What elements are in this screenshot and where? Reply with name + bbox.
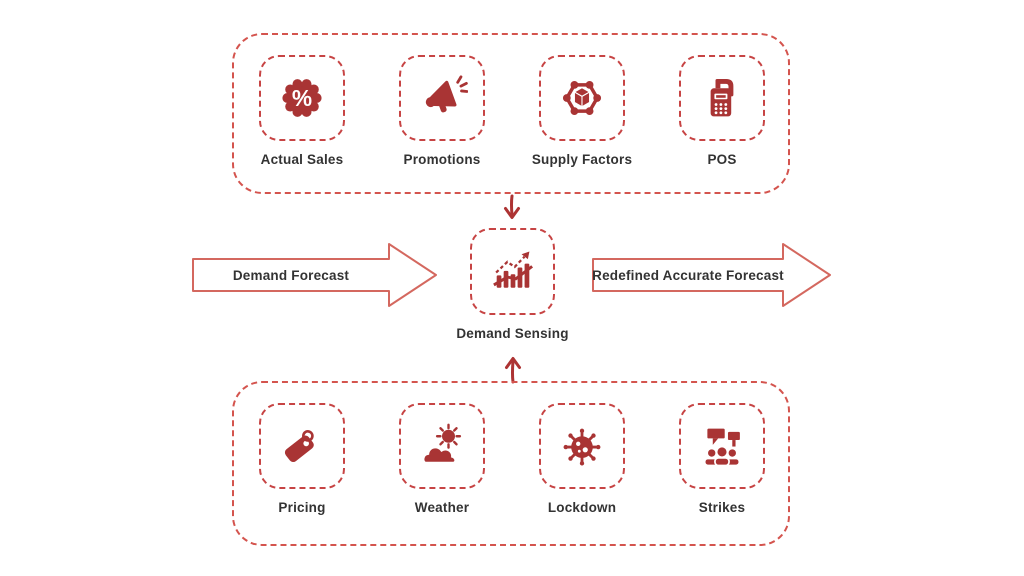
tile-frame [259,403,345,489]
demand-sensing-label: Demand Sensing [456,326,569,341]
tile-frame [679,55,765,141]
redefined-forecast-arrow [592,243,831,307]
tile-lockdown: Lockdown [522,403,642,544]
price-tag-icon [284,430,314,462]
tile-label: Strikes [698,500,746,515]
tile-promotions: Promotions [382,55,502,192]
protest-icon [703,428,741,467]
svg-text:%: % [292,85,312,111]
tile-frame [539,403,625,489]
pos-terminal-icon [710,79,734,117]
tile-pos: POS [662,55,782,192]
top-input-group-box: % Actual Sales [232,33,790,194]
discount-badge-icon: % [282,79,322,117]
megaphone-icon [425,75,468,113]
tile-label: Promotions [403,152,481,167]
tile-weather: Weather [382,403,502,544]
tile-pricing: Pricing [242,403,362,544]
tile-frame [539,55,625,141]
tile-label: Pricing [278,500,326,515]
tile-label: POS [707,152,737,167]
virus-icon [563,428,601,466]
tile-label: Lockdown [547,500,617,515]
demand-forecast-label: Demand Forecast [232,267,350,283]
redefined-forecast-label: Redefined Accurate Forecast [592,267,784,283]
tile-frame [399,55,485,141]
bottom-input-group-box: Pricing [232,381,790,546]
trend-chart-icon [492,251,533,288]
down-arrow-icon [504,194,520,219]
sun-cloud-icon [422,423,462,464]
tile-actual-sales: % Actual Sales [242,55,362,192]
tile-frame [679,403,765,489]
tile-frame [399,403,485,489]
up-arrow-icon [505,357,521,384]
tile-label: Weather [414,500,470,515]
tile-supply-factors: Supply Factors [522,55,642,192]
demand-sensing-node [470,228,555,315]
tile-frame: % [259,55,345,141]
tile-strikes: Strikes [662,403,782,544]
demand-forecast-arrow [192,243,437,307]
tile-label: Actual Sales [260,152,344,167]
network-cube-icon [562,80,602,116]
tile-label: Supply Factors [531,152,633,167]
